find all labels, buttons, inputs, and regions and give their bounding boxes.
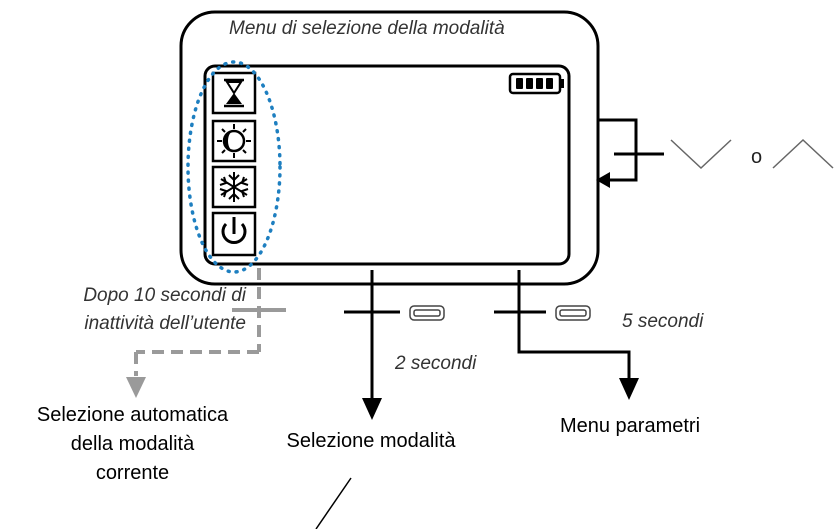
long-press-duration: 5 secondi	[622, 311, 704, 332]
long-press-path	[494, 270, 631, 378]
navigation-separator: o	[751, 146, 763, 168]
short-press-path	[344, 270, 400, 398]
auto-select-line3: corrente	[95, 462, 170, 484]
device-screen	[203, 64, 571, 266]
hourglass-icon[interactable]	[211, 71, 257, 115]
timeout-label-line1: Dopo 10 secondi di	[83, 285, 246, 306]
mode-select-label: Selezione modalità	[286, 430, 456, 452]
navigation-loop	[598, 118, 664, 182]
snowflake-icon[interactable]	[211, 165, 257, 209]
short-press-arrowhead	[362, 398, 382, 420]
button-icon	[409, 305, 445, 321]
chevron-down-icon[interactable]	[670, 139, 732, 170]
button-icon	[555, 305, 591, 321]
pointer-line	[315, 477, 352, 529]
auto-select-line1: Selezione automatica	[36, 404, 229, 426]
param-menu-label: Menu parametri	[559, 415, 701, 437]
navigation-arrowhead	[596, 172, 610, 188]
mode-icons-highlight	[186, 60, 282, 274]
auto-select-line2: della modalità	[70, 433, 195, 455]
timeout-label-line2: inattività dell’utente	[84, 313, 246, 334]
chevron-up-icon[interactable]	[772, 138, 834, 169]
timeout-path	[134, 268, 286, 376]
timeout-arrowhead	[126, 377, 146, 398]
battery-full-icon	[508, 72, 564, 95]
short-press-duration: 2 secondi	[395, 353, 477, 374]
sun-moon-icon[interactable]	[211, 119, 257, 163]
power-icon[interactable]	[211, 211, 257, 257]
device-title: Menu di selezione della modalità	[229, 18, 505, 39]
long-press-arrowhead	[619, 378, 639, 400]
